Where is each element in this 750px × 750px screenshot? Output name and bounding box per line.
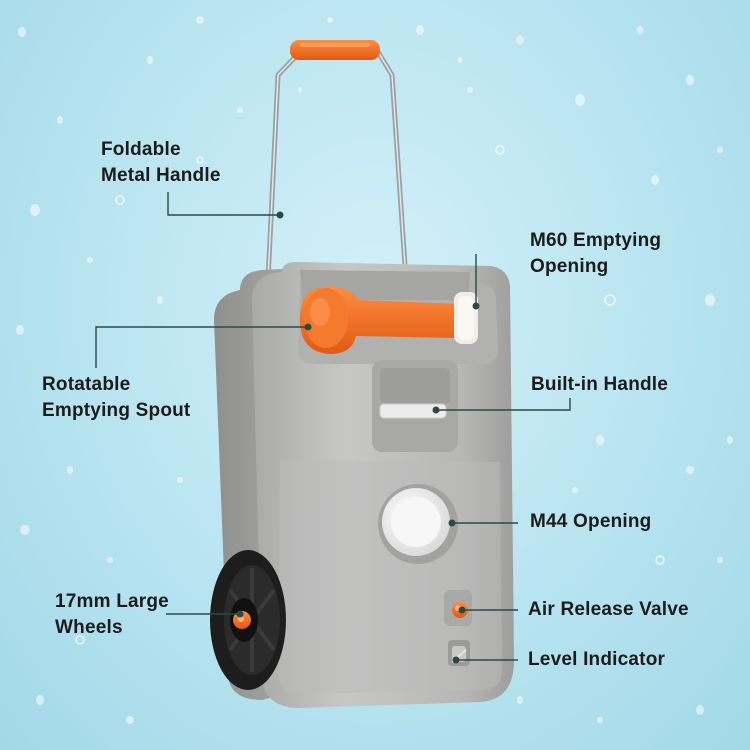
rotatable-emptying-spout (300, 286, 478, 354)
label-level-indicator: Level Indicator (528, 647, 665, 673)
m44-opening-cap (378, 484, 458, 564)
label-line: Air Release Valve (528, 599, 689, 620)
label-line: Emptying Spout (42, 400, 191, 421)
leader-builtin-handle (436, 398, 571, 411)
leader-foldable-handle (167, 192, 280, 216)
large-wheel (210, 550, 286, 690)
label-air-release-valve: Air Release Valve (528, 597, 689, 623)
label-line: Level Indicator (528, 649, 666, 670)
label-line: 17mm Large (55, 591, 169, 612)
label-line: M44 Opening (530, 511, 652, 532)
foldable-metal-handle (265, 40, 409, 283)
label-m60-emptying-opening: M60 Emptying Opening (530, 228, 661, 280)
label-foldable-metal-handle: Foldable Metal Handle (101, 137, 221, 189)
label-line: M60 Emptying (530, 230, 662, 251)
label-built-in-handle: Built-in Handle (531, 372, 668, 398)
label-line: Rotatable (42, 374, 131, 395)
label-m44-opening: M44 Opening (530, 509, 652, 535)
label-rotatable-emptying-spout: Rotatable Emptying Spout (42, 372, 190, 424)
label-line: Opening (530, 256, 609, 277)
label-large-wheels: 17mm Large Wheels (55, 589, 169, 641)
label-line: Metal Handle (101, 165, 221, 186)
built-in-handle (379, 403, 447, 419)
leader-spout (95, 326, 308, 368)
label-line: Foldable (101, 139, 181, 160)
label-line: Wheels (55, 617, 123, 638)
label-line: Built-in Handle (531, 374, 669, 395)
